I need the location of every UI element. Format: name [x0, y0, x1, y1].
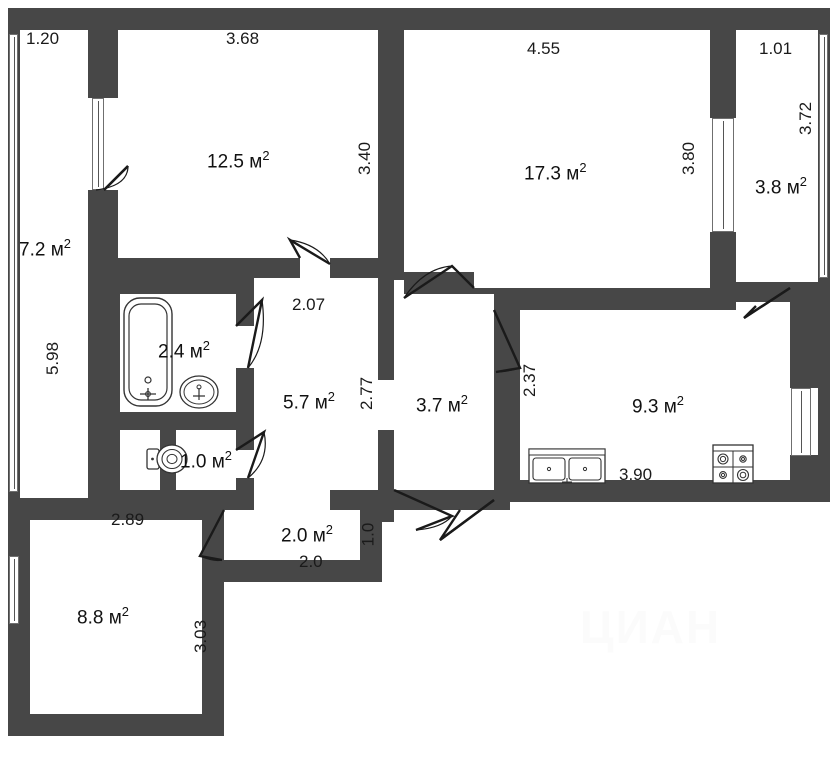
wall-bedroom88-top	[8, 498, 224, 520]
room-storage-20	[224, 510, 360, 560]
wall-hall57-top-2	[330, 258, 390, 278]
area-balcony-right: 3.8 м2	[755, 174, 807, 199]
wall-storage-bottom	[202, 560, 382, 582]
dim-balcony-right-length: 3.72	[796, 101, 816, 136]
kitchen-sink-icon	[528, 448, 606, 484]
wall-storage-right	[360, 498, 382, 582]
area-storage-20: 2.0 м2	[281, 522, 333, 547]
wall-hall57-top	[254, 258, 300, 278]
wall-bathroom-left	[104, 278, 120, 428]
area-bathroom: 2.4 м2	[158, 338, 210, 363]
room-bedroom-125	[118, 30, 378, 258]
area-toilet: 1.0 м2	[180, 448, 232, 473]
dim-hall37-depth: 2.37	[520, 363, 540, 398]
dim-living173-depth: 3.80	[679, 141, 699, 176]
wall-hall57-right	[378, 280, 394, 380]
area-hall-37: 3.7 м2	[416, 392, 468, 417]
wall-kitchen-left	[494, 310, 520, 500]
dim-balcony-left-width: 1.20	[26, 29, 60, 48]
area-kitchen-93: 9.3 м2	[632, 393, 684, 418]
room-corridor-link	[254, 490, 314, 510]
toilet-icon	[146, 444, 188, 474]
dim-hall57-depth: 2.77	[357, 376, 377, 411]
wall-exterior-top	[8, 8, 830, 30]
area-bedroom-88: 8.8 м2	[77, 604, 129, 629]
wall-bedroom88-right	[202, 560, 224, 736]
watermark: ЦИАН	[580, 601, 722, 653]
wall-storage-left	[202, 498, 224, 562]
area-hall-57: 5.7 м2	[283, 389, 335, 414]
wall-toilet-left	[104, 428, 120, 500]
wall-kitchen-right-edge	[818, 288, 830, 502]
wall-bedroom125-bottom	[110, 258, 300, 278]
room-balcony-right	[736, 30, 818, 282]
wall-between-bedroom-living	[378, 8, 404, 280]
dim-storage-depth: 1.0	[358, 522, 378, 547]
dim-bedroom88-width: 2.89	[111, 510, 145, 529]
dim-balcony-left-length: 5.98	[43, 341, 63, 376]
dim-bedroom88-depth: 3.03	[191, 619, 211, 654]
dim-balcony-right-width: 1.01	[759, 39, 793, 58]
window-kitchen-right	[791, 388, 811, 456]
window-balcony-left-exterior	[9, 34, 18, 492]
window-balcony-right-door	[712, 118, 734, 232]
dim-bedroom125-width: 3.68	[226, 29, 260, 48]
wall-toilet-right	[236, 428, 254, 450]
stove-icon	[712, 444, 754, 484]
bathtub-icon	[123, 297, 173, 407]
wall-living-balcony-right-bottom	[710, 232, 736, 292]
dim-living173-width: 4.55	[527, 39, 561, 58]
wall-hall37-bottom	[394, 490, 510, 510]
wall-balcony-left-inner	[88, 8, 118, 98]
room-hall-37	[394, 294, 494, 490]
wall-living-bottom-2	[508, 288, 736, 310]
wall-bathroom-top	[104, 278, 254, 294]
dim-hall57-width: 2.07	[292, 295, 326, 314]
room-living-173	[404, 30, 710, 272]
wall-bedroom88-bottom	[8, 714, 224, 736]
area-living-173: 17.3 м2	[524, 160, 587, 185]
room-hall-57	[254, 278, 378, 490]
window-balcony-left-door	[92, 98, 104, 190]
wall-bathroom-toilet	[104, 412, 254, 430]
wall-living-balcony-right-top	[710, 8, 736, 118]
area-balcony-left: 7.2 м2	[19, 236, 71, 261]
dim-storage-width: 2.0	[299, 552, 323, 571]
area-bedroom-125: 12.5 м2	[207, 148, 270, 173]
wall-kitchen-bottom	[494, 480, 830, 502]
washbasin-icon	[179, 375, 219, 409]
room-bedroom-88	[30, 520, 202, 714]
dim-kitchen-width: 3.90	[619, 465, 653, 484]
dim-bedroom125-depth: 3.40	[355, 141, 375, 176]
wall-living-bottom	[404, 272, 474, 294]
window-bedroom88-left	[9, 556, 19, 624]
room-balcony-left	[20, 30, 88, 498]
window-balcony-right-exterior	[819, 34, 828, 278]
